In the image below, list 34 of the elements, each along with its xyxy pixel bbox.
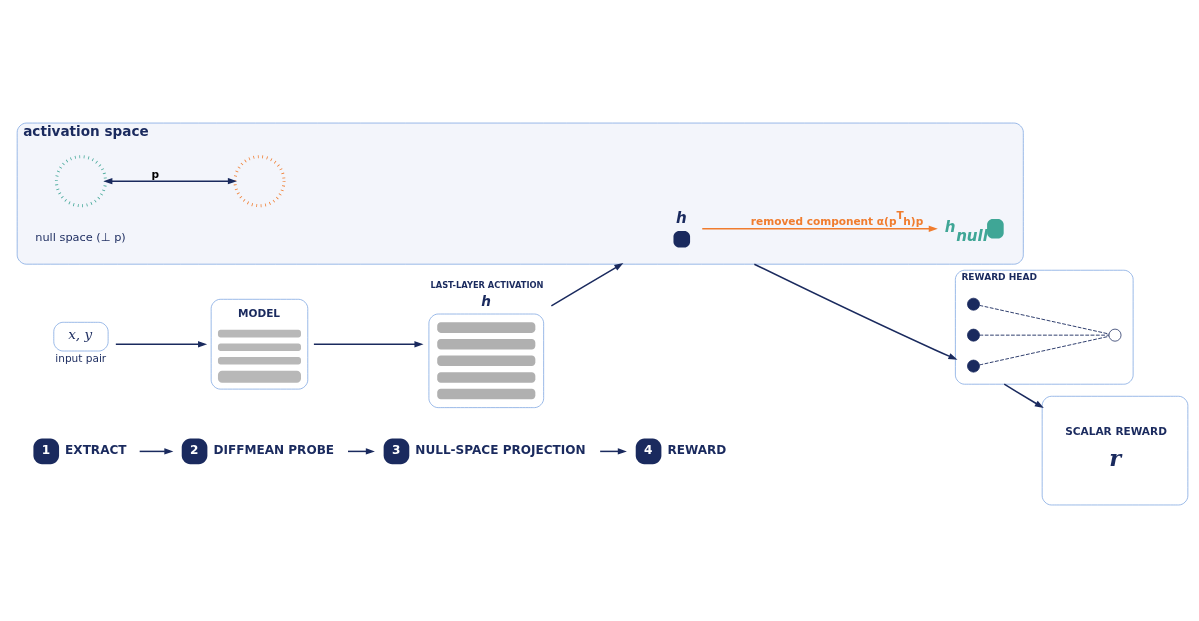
node-circle xyxy=(1108,328,1122,342)
label: null space (⊥ p) xyxy=(35,229,126,244)
arrow xyxy=(103,177,237,184)
node-box: x, y xyxy=(53,321,109,351)
cluster: REWARD HEAD xyxy=(955,269,1134,385)
node-circle xyxy=(54,154,107,207)
arrow xyxy=(1003,382,1044,408)
node-label: EXTRACT xyxy=(65,442,127,456)
node-circle xyxy=(233,154,286,207)
node-label: REWARD xyxy=(667,442,727,456)
node-label: DIFFMEAN PROBE xyxy=(213,442,335,456)
node-circle xyxy=(967,328,980,342)
arrow xyxy=(313,340,424,347)
node-label: NULL-SPACE PROJECTION xyxy=(415,442,586,456)
node-label: h xyxy=(481,292,492,309)
connector xyxy=(979,304,1110,334)
node-label: LAST-LAYER ACTIVATION xyxy=(430,279,544,290)
arrow xyxy=(347,447,375,455)
node-label: h xyxy=(676,208,687,227)
connector xyxy=(979,334,1110,336)
node-box: SCALAR REWARD r xyxy=(1041,395,1189,505)
arrow xyxy=(599,447,627,455)
node-box: MODEL xyxy=(210,298,309,389)
arrow xyxy=(115,340,208,347)
arrow xyxy=(550,262,624,307)
edge-label: p xyxy=(151,167,160,180)
node-circle xyxy=(967,359,980,372)
connector xyxy=(979,335,1110,365)
arrow xyxy=(753,262,958,360)
arrow xyxy=(138,447,174,455)
node-box xyxy=(428,313,545,408)
arrow xyxy=(701,225,938,232)
node-circle xyxy=(967,297,980,311)
node-label: input pair xyxy=(55,351,107,364)
